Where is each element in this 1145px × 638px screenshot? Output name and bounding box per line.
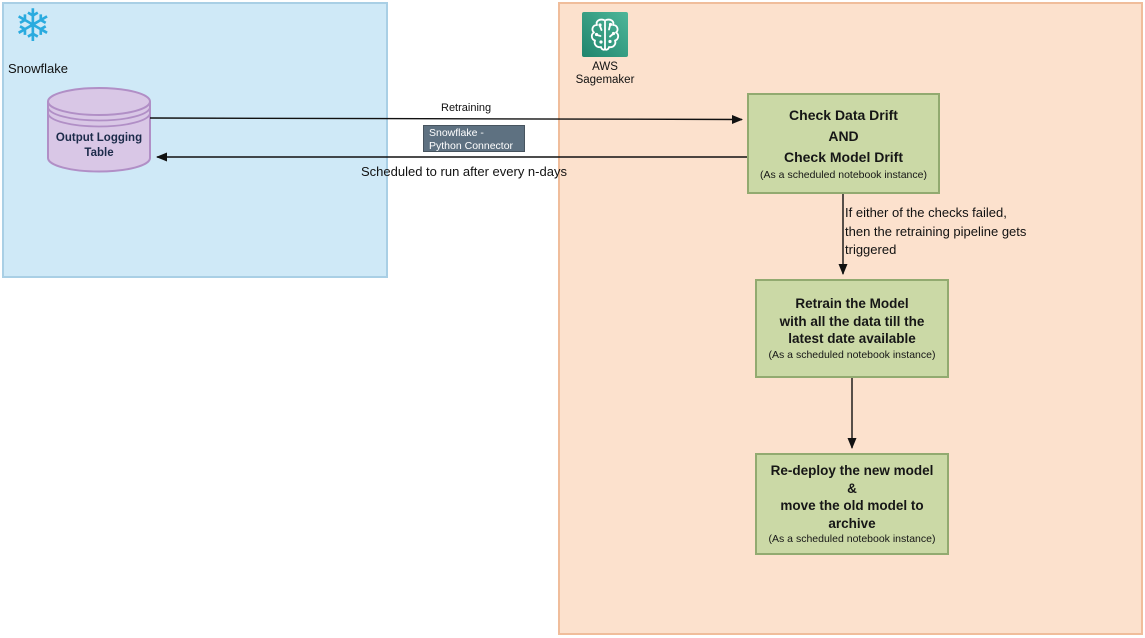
node-check-drift-line2: AND: [828, 128, 859, 144]
node-retrain-line2: with all the data till the: [779, 313, 925, 329]
trigger-note-line2: then the retraining pipeline gets: [845, 223, 1027, 239]
snowflake-region-title: Snowflake: [8, 61, 68, 76]
snowflake-icon: ❄: [14, 0, 52, 51]
node-check-drift: Check Data Drift AND Check Model Drift (…: [747, 93, 940, 194]
sagemaker-title-line1: AWS: [592, 61, 618, 73]
database-label-line2: Table: [84, 147, 114, 159]
database-label-line1: Output Logging: [55, 132, 143, 144]
retraining-arrow-label: Retraining: [441, 102, 492, 114]
database-label: Output Logging Table: [48, 131, 150, 161]
node-check-drift-line1: Check Data Drift: [789, 107, 898, 123]
node-redeploy-line2: &: [847, 480, 857, 496]
snowflake-python-connector-badge: Snowflake - Python Connector: [423, 125, 525, 152]
node-redeploy-line1: Re-deploy the new model: [770, 463, 934, 478]
sagemaker-title-line2: Sagemaker: [575, 74, 635, 86]
node-retrain-model: Retrain the Model with all the data till…: [755, 279, 949, 378]
node-redeploy-line4: archive: [828, 515, 876, 531]
node-retrain-line3: latest date available: [788, 331, 916, 347]
trigger-note-line3: triggered: [845, 242, 897, 257]
connector-label-line2: Python Connector: [429, 139, 514, 152]
node-redeploy-line3: move the old model to: [780, 498, 924, 513]
sagemaker-icon: [582, 12, 628, 57]
node-redeploy-subtitle: (As a scheduled notebook instance): [768, 533, 936, 545]
schedule-note: Scheduled to run after every n-days: [361, 164, 567, 179]
node-retrain-line1: Retrain the Model: [795, 296, 909, 312]
node-redeploy-model: Re-deploy the new model & move the old m…: [755, 453, 949, 555]
node-retrain-subtitle: (As a scheduled notebook instance): [768, 348, 936, 361]
trigger-note-line1: If either of the checks failed,: [845, 205, 1007, 220]
trigger-condition-note: If either of the checks failed, then the…: [845, 204, 1026, 260]
connector-label-line1: Snowflake -: [429, 127, 484, 139]
node-check-drift-subtitle: (As a scheduled notebook instance): [760, 169, 927, 181]
node-check-drift-line3: Check Model Drift: [783, 149, 903, 165]
sagemaker-region-title: AWS Sagemaker: [568, 61, 642, 87]
